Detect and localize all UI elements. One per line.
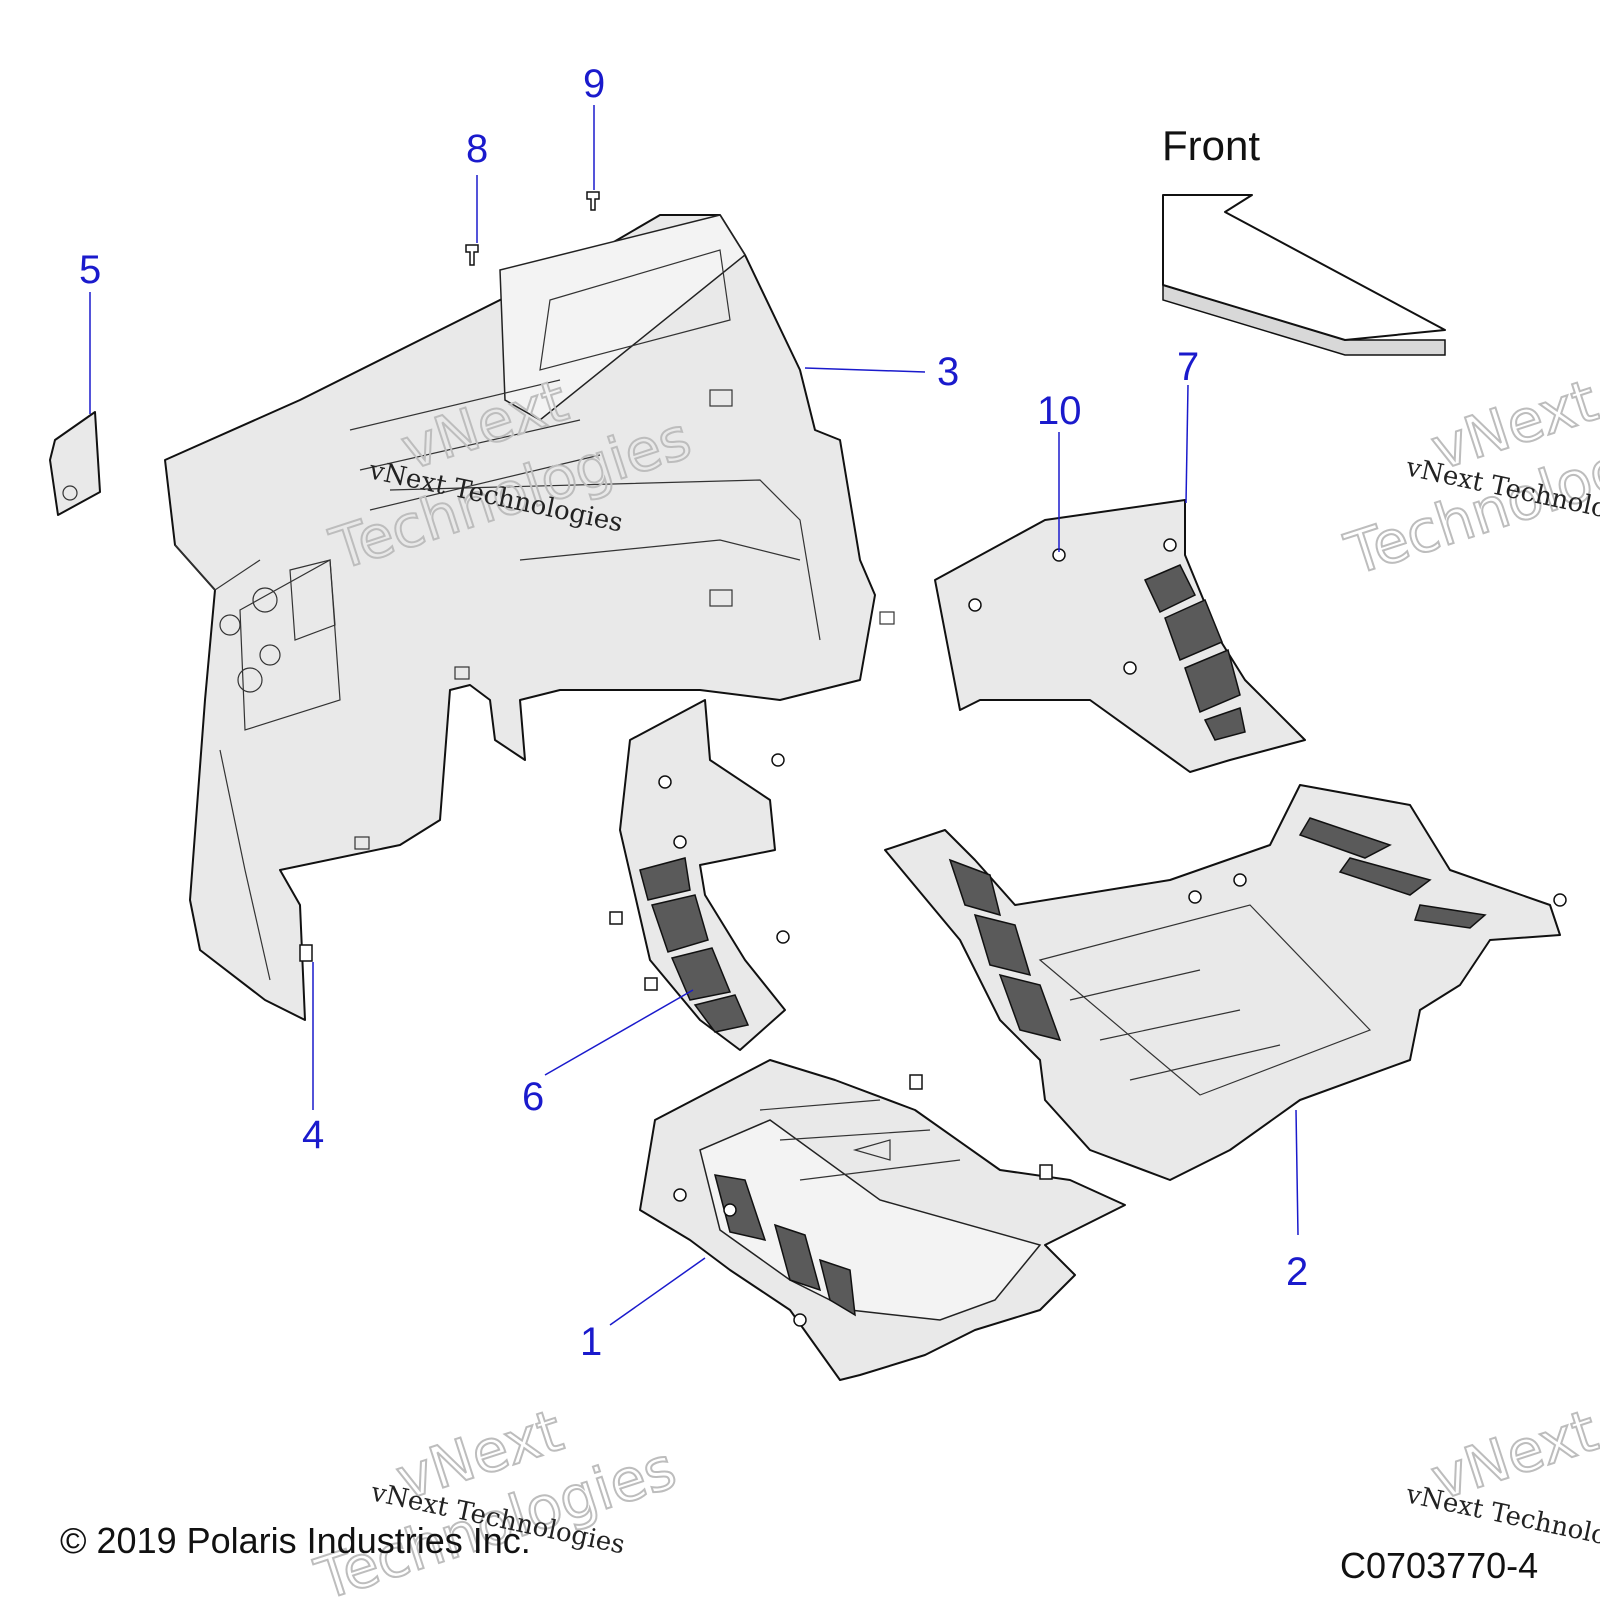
part-6-left-side-panel xyxy=(609,699,790,1051)
callout-3: 3 xyxy=(937,350,959,394)
callout-6: 6 xyxy=(522,1075,544,1119)
part-4-clip-nut xyxy=(299,944,313,962)
part-9-screw xyxy=(586,191,600,211)
front-label: Front xyxy=(1162,122,1260,169)
callout-2: 2 xyxy=(1286,1250,1308,1294)
watermark-bottom-right: vNext vNext Technologies xyxy=(1403,1395,1600,1562)
part-5-cover-plate xyxy=(49,411,101,516)
callout-10: 10 xyxy=(1037,389,1082,433)
callout-1: 1 xyxy=(580,1320,602,1364)
drawing-number: C0703770-4 xyxy=(1340,1545,1538,1586)
front-direction-arrow xyxy=(1162,194,1446,356)
leader-lines xyxy=(89,105,1299,1326)
watermark-right: Technologies vNext vNext Technologies xyxy=(1336,365,1600,589)
part-8-screw xyxy=(465,244,479,266)
callout-5: 5 xyxy=(79,248,101,292)
callout-4: 4 xyxy=(302,1113,324,1157)
part-2-right-floor-tray xyxy=(884,784,1567,1181)
part-3-dash-panel xyxy=(164,214,895,1021)
callout-8: 8 xyxy=(466,127,488,171)
watermark-bottom-left: Technologies vNext vNext Technologies xyxy=(306,1395,684,1600)
callout-9: 9 xyxy=(583,62,605,106)
callout-7: 7 xyxy=(1177,345,1199,389)
copyright-notice: © 2019 Polaris Industries Inc. xyxy=(60,1520,531,1561)
part-1-left-floor-tray xyxy=(639,1059,1126,1381)
part-7-right-side-panel xyxy=(934,499,1306,773)
